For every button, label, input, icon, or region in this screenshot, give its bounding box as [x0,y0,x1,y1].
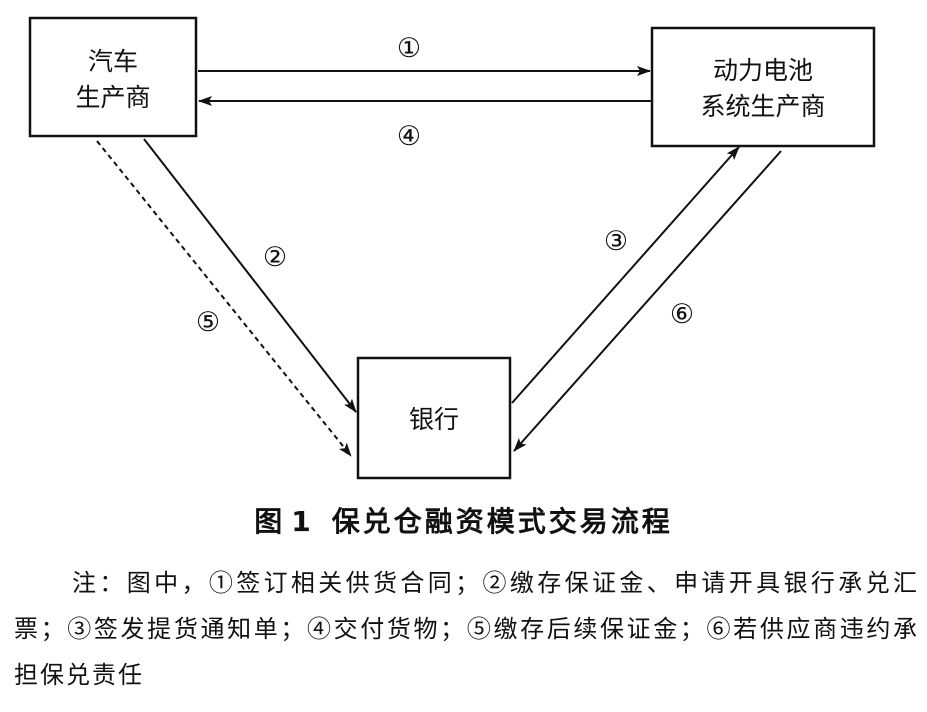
step-label-4: ④ [397,121,421,152]
step-label-3: ③ [604,226,628,257]
flow-diagram: 汽车 生产商 动力电池 系统生产商 银行 ① ④ ② ⑤ ③ ⑥ [28,16,876,480]
node-bank-box [356,356,512,480]
node-battery-maker-line1: 动力电池 [713,56,813,85]
figure-note: 注：图中，①签订相关供货合同；②缴存保证金、申请开具银行承兑汇票；③签发提货通知… [14,569,919,689]
node-bank-label: 银行 [409,405,459,434]
step-label-5: ⑤ [196,307,220,338]
step-label-6: ⑥ [670,299,694,330]
edge-3-bank-to-battery [511,146,740,404]
caption-prefix: 图 [254,505,286,538]
node-car-maker-box [28,16,198,138]
node-car-maker-line1: 汽车 [88,47,138,76]
caption-number: 1 [291,505,314,538]
edge-2-car-to-bank [143,138,357,413]
node-battery-maker-line2: 系统生产商 [700,92,825,121]
node-battery-maker-box [650,26,876,148]
edge-6-battery-to-bank [513,150,782,452]
step-label-1: ① [397,33,421,64]
node-car-maker-line2: 生产商 [75,83,150,112]
caption-title: 保兑仓融资模式交易流程 [331,505,673,538]
edge-5-car-to-bank-dashed [96,140,352,457]
step-label-2: ② [263,242,287,273]
